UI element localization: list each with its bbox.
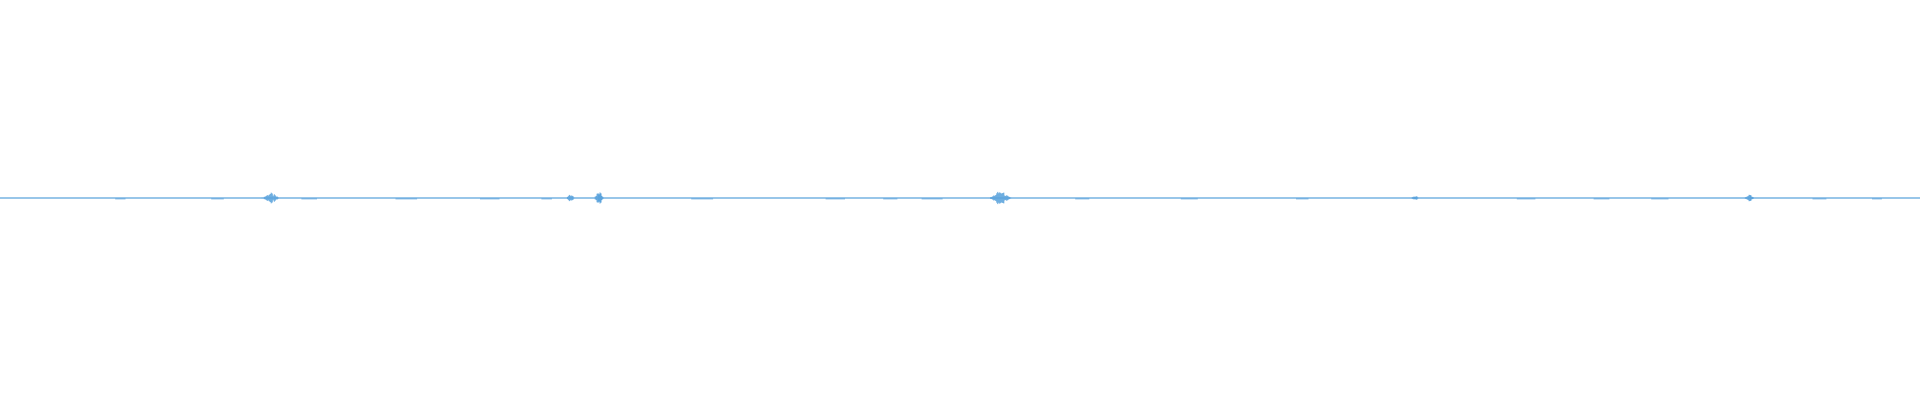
waveform-burst <box>1742 194 1756 202</box>
waveform-burst <box>260 192 281 204</box>
waveform-burst <box>1408 196 1422 200</box>
waveform-burst <box>564 194 577 202</box>
waveform-burst <box>988 191 1013 205</box>
waveform-burst <box>592 192 606 204</box>
